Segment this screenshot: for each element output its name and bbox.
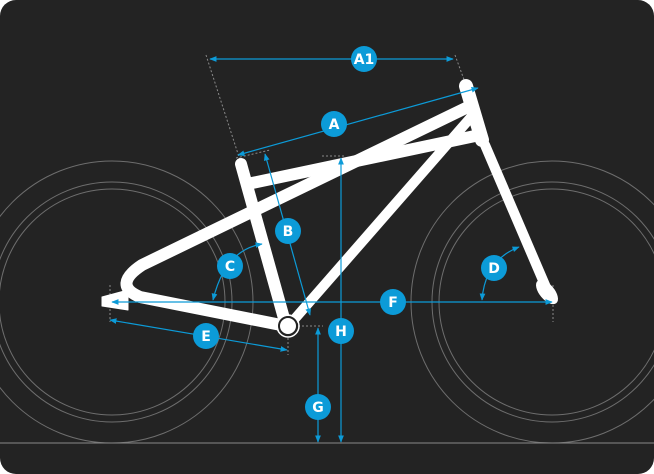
- dim-a: [237, 86, 479, 157]
- label-g: G: [305, 394, 331, 420]
- seat-tube: [235, 158, 291, 328]
- label-c: C: [217, 253, 243, 279]
- svg-text:A1: A1: [354, 52, 375, 68]
- fork: [480, 140, 553, 297]
- label-f: F: [380, 289, 406, 315]
- svg-text:H: H: [335, 324, 347, 340]
- label-b: B: [275, 218, 301, 244]
- fork-dropout: [536, 279, 558, 305]
- label-e: E: [193, 323, 219, 349]
- label-a: A: [321, 111, 347, 137]
- svg-text:D: D: [488, 261, 500, 277]
- seat-stay: [120, 100, 476, 332]
- top-tube: [246, 130, 481, 189]
- svg-text:C: C: [225, 259, 235, 275]
- bottom-bracket: [278, 316, 298, 336]
- svg-text:G: G: [312, 400, 324, 416]
- svg-text:A: A: [329, 117, 340, 133]
- label-d: D: [481, 255, 507, 281]
- svg-text:B: B: [283, 224, 294, 240]
- svg-text:F: F: [388, 295, 398, 311]
- label-h: H: [328, 318, 354, 344]
- svg-text:E: E: [201, 329, 211, 345]
- label-a1: A1: [351, 46, 377, 72]
- rear-dropout: [101, 289, 129, 311]
